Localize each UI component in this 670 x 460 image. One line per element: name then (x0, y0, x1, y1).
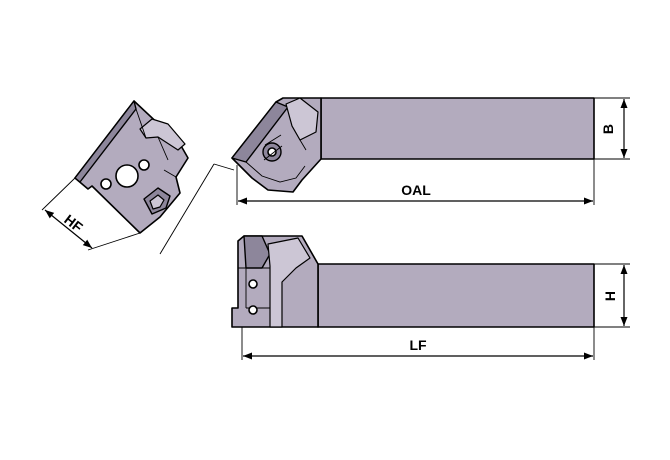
side-view: H LF (231, 235, 630, 360)
head-detail-hole-large (115, 164, 139, 188)
head-detail-view: HF (41, 100, 235, 255)
hf-dimension-line (44, 209, 93, 249)
oal-label: OAL (401, 182, 431, 198)
b-label: B (600, 124, 616, 134)
head-detail-side (74, 100, 137, 183)
hf-label: HF (61, 211, 86, 235)
head-detail-hole-small-1 (138, 159, 150, 171)
h-label: H (602, 291, 618, 301)
top-view-shank (320, 97, 595, 160)
lf-label: LF (409, 337, 427, 353)
top-view-clamp (285, 97, 319, 141)
head-detail-clamp (139, 118, 186, 151)
side-view-insert (243, 235, 271, 269)
side-view-clamp (267, 237, 311, 328)
side-view-hole-1 (248, 279, 258, 289)
side-view-hole-2 (248, 305, 258, 315)
side-view-shank (317, 263, 595, 328)
top-view: B OAL (231, 97, 630, 205)
head-detail-hole-small-2 (100, 178, 112, 190)
